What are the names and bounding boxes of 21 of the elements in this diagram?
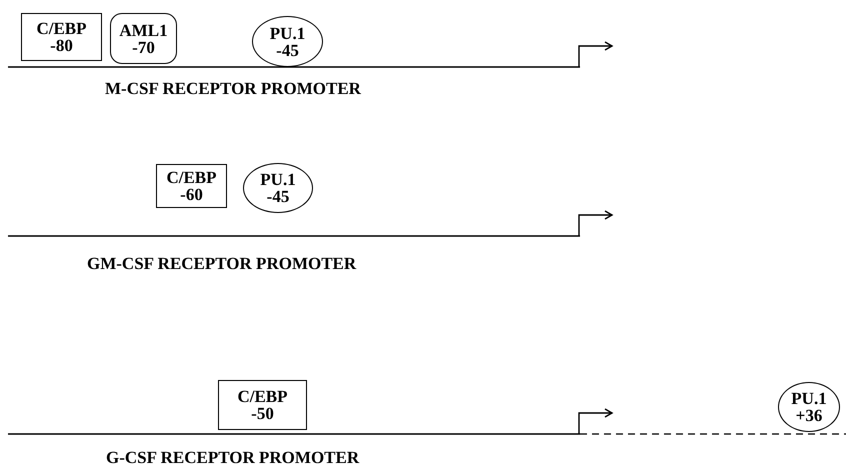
factor-name: AML1 (119, 22, 168, 38)
factor-name: PU.1 (270, 24, 306, 42)
position-number: +36 (796, 407, 822, 424)
factor-name: C/EBP (237, 388, 288, 405)
position-number: -70 (132, 38, 155, 56)
position-number: -45 (276, 42, 299, 58)
promoter-label: M-CSF RECEPTOR PROMOTER (105, 79, 361, 99)
promoter-label: G-CSF RECEPTOR PROMOTER (106, 448, 360, 468)
position-number: -60 (180, 186, 203, 203)
promoter-label: GM-CSF RECEPTOR PROMOTER (87, 254, 356, 274)
position-number: -50 (251, 405, 274, 422)
factor-box (218, 380, 307, 430)
factor-name: PU.1 (260, 171, 296, 188)
factor-name: C/EBP (36, 20, 87, 37)
factor-box (21, 13, 102, 61)
factor-name: PU.1 (791, 390, 827, 407)
factor-box (156, 164, 227, 208)
factor-rounded-box (110, 13, 177, 64)
position-number: -80 (50, 37, 73, 54)
position-number: -45 (266, 188, 290, 205)
factor-name: C/EBP (166, 169, 217, 186)
